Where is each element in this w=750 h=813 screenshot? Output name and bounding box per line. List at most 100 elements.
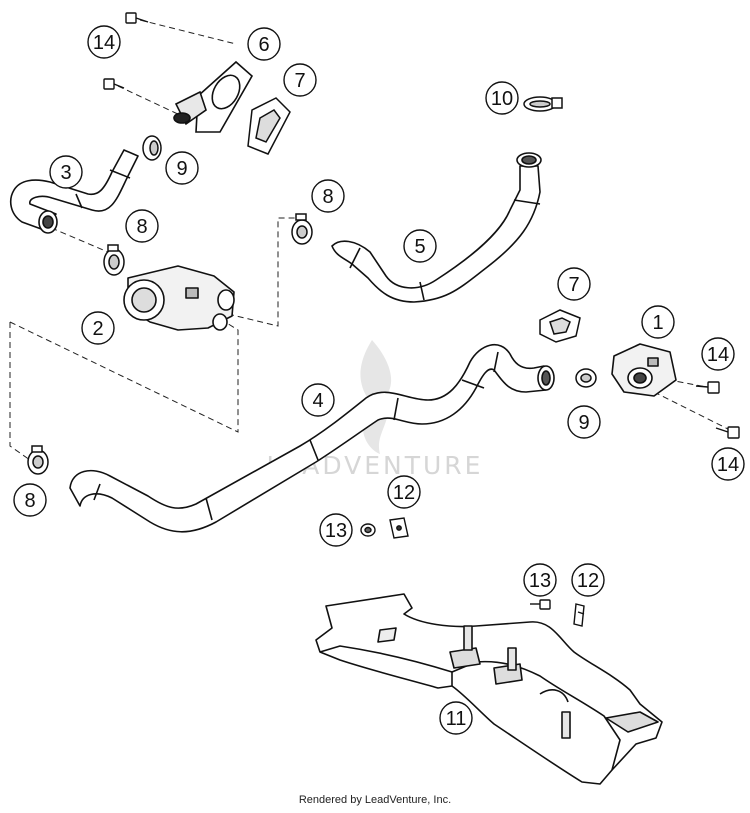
callout-label: 2	[92, 318, 103, 340]
callout-c8b: 8	[311, 179, 345, 213]
part-11-shroud	[315, 593, 663, 785]
callout-label: 14	[707, 344, 729, 366]
callout-c5: 5	[403, 229, 437, 263]
callout-circle	[81, 311, 115, 345]
callout-label: 13	[529, 570, 551, 592]
callout-c8c: 8	[13, 483, 47, 517]
callout-label: 3	[60, 162, 71, 184]
callout-c4: 4	[301, 383, 335, 417]
callout-label: 12	[577, 570, 599, 592]
callout-label: 8	[136, 216, 147, 238]
part-2-valve	[123, 265, 235, 331]
callout-circle	[403, 229, 437, 263]
part-6-housing	[173, 60, 254, 133]
part-8-clip-a	[103, 244, 125, 276]
callout-c9b: 9	[567, 405, 601, 439]
part-9-coupler-upper	[142, 135, 162, 161]
callout-circle	[557, 267, 591, 301]
footer-credit: Rendered by LeadVenture, Inc.	[298, 794, 452, 806]
callout-circle	[711, 447, 745, 481]
callout-c7b: 7	[557, 267, 591, 301]
callout-label: 8	[322, 186, 333, 208]
callout-circle	[165, 151, 199, 185]
callout-c14b: 14	[701, 337, 735, 371]
part-9-coupler-lower	[575, 368, 597, 388]
callout-c12b: 12	[571, 563, 605, 597]
callout-circle	[319, 513, 353, 547]
callout-circle	[283, 63, 317, 97]
callout-c3: 3	[49, 155, 83, 189]
callout-label: 11	[446, 708, 467, 730]
callout-circle	[571, 563, 605, 597]
callout-c7a: 7	[283, 63, 317, 97]
callout-label: 5	[414, 236, 425, 258]
callout-circle	[87, 25, 121, 59]
callout-label: 7	[568, 274, 579, 296]
part-8-clip-b	[291, 213, 313, 245]
callout-circle	[567, 405, 601, 439]
part-13-nut-upper	[360, 523, 376, 537]
callout-c1: 1	[641, 305, 675, 339]
callout-c13b: 13	[523, 563, 557, 597]
callout-label: 7	[294, 70, 305, 92]
callout-circle	[311, 179, 345, 213]
leader-lines	[9, 19, 731, 461]
callout-c10: 10	[485, 81, 519, 115]
callout-label: 9	[578, 412, 589, 434]
callout-circle	[387, 475, 421, 509]
callout-label: 9	[176, 158, 187, 180]
part-1-pump	[611, 343, 677, 397]
callout-circle	[247, 27, 281, 61]
callout-c13a: 13	[319, 513, 353, 547]
callout-label: 12	[393, 482, 415, 504]
bolt-14-top	[125, 12, 149, 24]
leader-valve-right	[227, 217, 296, 327]
callout-label: 14	[93, 32, 115, 54]
leader-pump-bolt-lower	[653, 391, 731, 431]
leader-valve-bottom	[9, 319, 239, 433]
leader-bolt-top	[139, 19, 237, 45]
callout-label: 14	[717, 454, 739, 476]
callout-c14a: 14	[87, 25, 121, 59]
callout-label: 1	[652, 312, 663, 334]
part-4-hose	[69, 343, 555, 533]
part-7-gasket-upper	[247, 97, 291, 155]
part-5-hose	[331, 152, 542, 303]
callout-label: 6	[258, 34, 269, 56]
callout-label: 10	[491, 88, 513, 110]
callout-label: 8	[24, 490, 35, 512]
callout-circle	[49, 155, 83, 189]
part-12-clip-lower	[573, 603, 585, 627]
callout-circle	[125, 209, 159, 243]
callout-c8a: 8	[125, 209, 159, 243]
callout-circle	[523, 563, 557, 597]
callout-c12a: 12	[387, 475, 421, 509]
callout-circle	[301, 383, 335, 417]
callout-circle	[701, 337, 735, 371]
bolt-14-right-lower	[715, 426, 740, 439]
callout-c14c: 14	[711, 447, 745, 481]
bolt-13-lower	[530, 599, 551, 610]
callout-c6: 6	[247, 27, 281, 61]
part-7-gasket-lower	[539, 309, 581, 343]
bolt-14-right	[695, 381, 720, 394]
part-8-clip-c	[27, 445, 49, 475]
part-3-hose	[9, 149, 139, 234]
leader-valve-left	[9, 322, 31, 461]
callout-label: 4	[312, 390, 323, 412]
callout-circle	[641, 305, 675, 339]
part-10-clamp	[523, 96, 563, 112]
callout-c9a: 9	[165, 151, 199, 185]
callout-c2: 2	[81, 311, 115, 345]
callout-circle	[485, 81, 519, 115]
callout-c11: 11	[439, 701, 473, 735]
callout-circle	[439, 701, 473, 735]
part-12-clip-upper	[389, 517, 409, 539]
callout-circle	[13, 483, 47, 517]
bolt-14-mid	[103, 78, 125, 90]
callout-label: 13	[325, 520, 347, 542]
bolts	[103, 12, 740, 610]
leader-bolt-mid	[117, 85, 183, 117]
